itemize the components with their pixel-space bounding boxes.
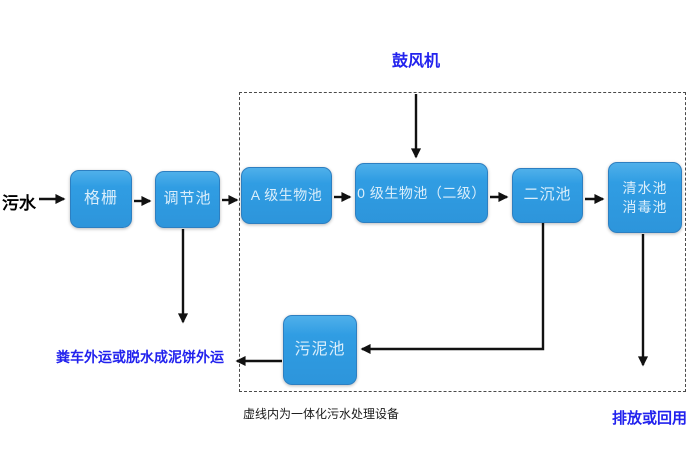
source-label: 污水 — [2, 194, 36, 213]
sludge-disposal-label: 粪车外运或脱水成泥饼外运 — [56, 349, 224, 365]
box-a-bio-tank-label: A 级生物池 — [250, 187, 323, 204]
integrated-equipment-boundary — [239, 92, 686, 392]
box-a-bio-tank: A 级生物池 — [241, 167, 332, 224]
box-grid: 格栅 — [70, 170, 132, 228]
boundary-caption: 虚线内为一体化污水处理设备 — [243, 407, 400, 421]
box-clear-water-line1: 清水池 — [622, 179, 668, 196]
box-regulating-tank: 调节池 — [155, 171, 220, 228]
box-o-bio-tank: 0 级生物池（二级） — [355, 163, 488, 223]
box-grid-label: 格栅 — [83, 190, 118, 208]
box-clear-water-tank: 清水池 消毒池 — [608, 162, 682, 233]
arrow-clarifier-to-sludge — [360, 223, 545, 355]
box-regulating-tank-label: 调节池 — [163, 190, 212, 208]
box-o-bio-tank-label: 0 级生物池（二级） — [357, 184, 486, 201]
box-sludge-tank: 污泥池 — [283, 315, 357, 385]
blower-label: 鼓风机 — [392, 53, 441, 70]
box-sludge-tank-label: 污泥池 — [294, 341, 346, 359]
box-secondary-clarifier-label: 二沉池 — [523, 186, 572, 204]
discharge-label: 排放或回用 — [612, 410, 688, 427]
box-clear-water-line2: 消毒池 — [622, 198, 668, 215]
box-secondary-clarifier: 二沉池 — [512, 168, 583, 223]
